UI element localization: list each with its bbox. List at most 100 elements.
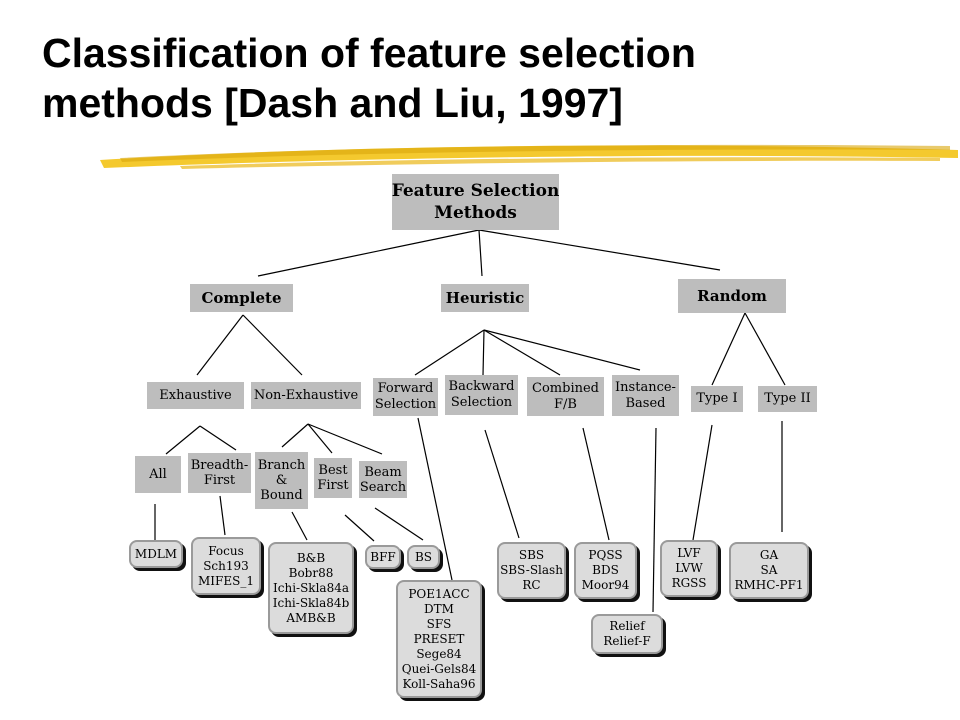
leaf-poe-line-6: Quei-Gels84 bbox=[401, 661, 477, 676]
node-instance-line-1: Instance- bbox=[615, 379, 676, 395]
edge-root-complete bbox=[257, 229, 480, 277]
leaf-focus-line-2: Sch193 bbox=[203, 558, 249, 573]
leaf-type-i-methods: LVF LVW RGSS bbox=[660, 540, 718, 597]
node-beam-line-1: Beam bbox=[364, 464, 402, 480]
leaf-lvf-line-3: RGSS bbox=[671, 576, 707, 590]
node-best-first: Best First bbox=[314, 458, 352, 498]
leaf-poe-line-2: DTM bbox=[424, 601, 454, 616]
edge-exhaustive-all bbox=[165, 425, 201, 455]
leaf-poe-line-7: Koll-Saha96 bbox=[402, 676, 476, 691]
edge-random-type2 bbox=[744, 312, 786, 386]
node-non-exhaustive-label: Non-Exhaustive bbox=[253, 387, 359, 403]
node-backward-selection: Backward Selection bbox=[445, 375, 518, 415]
leaf-poe-line-1: POE1ACC bbox=[408, 586, 470, 601]
node-breadth-first: Breadth- First bbox=[188, 453, 251, 493]
node-backward-line-1: Backward bbox=[448, 379, 515, 394]
leaf-sbs-line-3: RC bbox=[522, 578, 541, 592]
leaf-lvf-line-1: LVF bbox=[677, 546, 701, 560]
edge-root-random bbox=[478, 229, 721, 271]
node-breadth-line-2: First bbox=[203, 473, 236, 488]
node-beam-search: Beam Search bbox=[359, 461, 407, 498]
edge-nonexh-beam bbox=[307, 423, 383, 455]
edge-combined-pqss bbox=[582, 427, 610, 541]
edge-nonexh-best bbox=[307, 423, 333, 454]
leaf-pqss-line-1: PQSS bbox=[588, 548, 623, 562]
edge-complete-exhaustive bbox=[196, 314, 244, 376]
leaf-bb-line-4: Ichi-Skla84b bbox=[272, 595, 350, 610]
edge-complete-nonexhaustive bbox=[242, 314, 303, 376]
edge-heuristic-backward bbox=[482, 329, 485, 376]
leaf-poe-line-3: SFS bbox=[426, 616, 452, 631]
leaf-bb-line-3: Ichi-Skla84a bbox=[273, 580, 349, 595]
leaf-poe-line-4: PRESET bbox=[413, 631, 465, 646]
leaf-poe-line-5: Sege84 bbox=[416, 646, 462, 661]
leaf-bs-line-1: BS bbox=[414, 549, 433, 564]
node-combined-fb: Combined F/B bbox=[527, 377, 604, 416]
leaf-pqss-line-2: BDS bbox=[592, 563, 619, 577]
edge-forward-poe bbox=[417, 417, 453, 581]
node-heuristic: Heuristic bbox=[441, 284, 529, 312]
node-complete: Complete bbox=[190, 284, 293, 312]
edge-heuristic-instance bbox=[483, 329, 641, 371]
node-heuristic-label: Heuristic bbox=[445, 289, 525, 307]
node-non-exhaustive: Non-Exhaustive bbox=[251, 382, 361, 409]
leaf-focus-line-1: Focus bbox=[208, 543, 244, 558]
node-random-label: Random bbox=[697, 287, 767, 305]
leaf-pqss-line-3: Moor94 bbox=[581, 578, 630, 592]
node-branch-line-2: & bbox=[275, 473, 288, 488]
node-root-line-2: Methods bbox=[434, 203, 517, 223]
leaf-bb-line-5: AMB&B bbox=[286, 610, 336, 625]
node-combined-line-2: F/B bbox=[554, 396, 577, 412]
node-all: All bbox=[135, 456, 181, 493]
edge-backward-sbs bbox=[484, 429, 520, 539]
slide-title-line-2: methods [Dash and Liu, 1997] bbox=[42, 80, 623, 126]
slide-title: Classification of feature selection meth… bbox=[42, 28, 952, 128]
edge-type1-lvf bbox=[692, 424, 713, 541]
edge-beam-bs bbox=[374, 507, 424, 541]
node-type-i-label: Type I bbox=[696, 391, 738, 406]
node-best-line-1: Best bbox=[318, 463, 348, 478]
leaf-sbs-line-2: SBS-Slash bbox=[500, 563, 563, 577]
leaf-bs: BS bbox=[407, 545, 440, 569]
leaf-combined-methods: PQSS BDS Moor94 bbox=[574, 542, 637, 599]
node-complete-label: Complete bbox=[201, 289, 282, 307]
node-backward-line-2: Selection bbox=[450, 395, 513, 410]
node-forward-line-1: Forward bbox=[377, 381, 434, 396]
node-type-ii: Type II bbox=[758, 386, 817, 412]
node-all-label: All bbox=[149, 467, 167, 482]
edge-heuristic-forward bbox=[414, 329, 485, 376]
leaf-ga-line-3: RMHC-PF1 bbox=[734, 578, 804, 592]
leaf-backward-methods: SBS SBS-Slash RC bbox=[497, 542, 566, 599]
node-beam-line-2: Search bbox=[359, 479, 407, 495]
node-forward-selection: Forward Selection bbox=[373, 378, 438, 416]
node-breadth-line-1: Breadth- bbox=[190, 458, 249, 473]
node-exhaustive-label: Exhaustive bbox=[159, 387, 232, 403]
node-type-ii-label: Type II bbox=[764, 391, 811, 406]
leaf-sbs-line-1: SBS bbox=[518, 548, 545, 562]
leaf-branch-and-bound: B&B Bobr88 Ichi-Skla84a Ichi-Skla84b AMB… bbox=[268, 542, 354, 634]
leaf-relief-line-1: Relief bbox=[609, 619, 645, 633]
edge-nonexh-branch bbox=[281, 423, 309, 448]
leaf-relief-line-2: Relief-F bbox=[603, 634, 651, 648]
leaf-bb-line-2: Bobr88 bbox=[288, 565, 334, 580]
edge-breadth-focus bbox=[219, 495, 226, 536]
edge-branch-bb bbox=[291, 511, 308, 541]
node-branch-line-3: Bound bbox=[260, 488, 303, 503]
node-forward-line-2: Selection bbox=[374, 397, 437, 412]
slide-title-line-1: Classification of feature selection bbox=[42, 30, 696, 76]
node-random: Random bbox=[678, 279, 786, 313]
node-branch-line-1: Branch bbox=[257, 458, 306, 473]
node-exhaustive: Exhaustive bbox=[147, 382, 244, 409]
node-type-i: Type I bbox=[691, 386, 743, 412]
edge-root-heuristic bbox=[478, 229, 483, 277]
leaf-ga-line-1: GA bbox=[759, 548, 779, 562]
leaf-type-ii-methods: GA SA RMHC-PF1 bbox=[729, 542, 809, 599]
node-instance-based: Instance- Based bbox=[612, 375, 679, 416]
leaf-mdlm: MDLM bbox=[129, 540, 183, 568]
leaf-bff-line-1: BFF bbox=[370, 549, 396, 564]
leaf-lvf-line-2: LVW bbox=[675, 561, 703, 575]
leaf-instance-methods: Relief Relief-F bbox=[591, 614, 663, 654]
node-branch-and-bound: Branch & Bound bbox=[255, 452, 308, 509]
